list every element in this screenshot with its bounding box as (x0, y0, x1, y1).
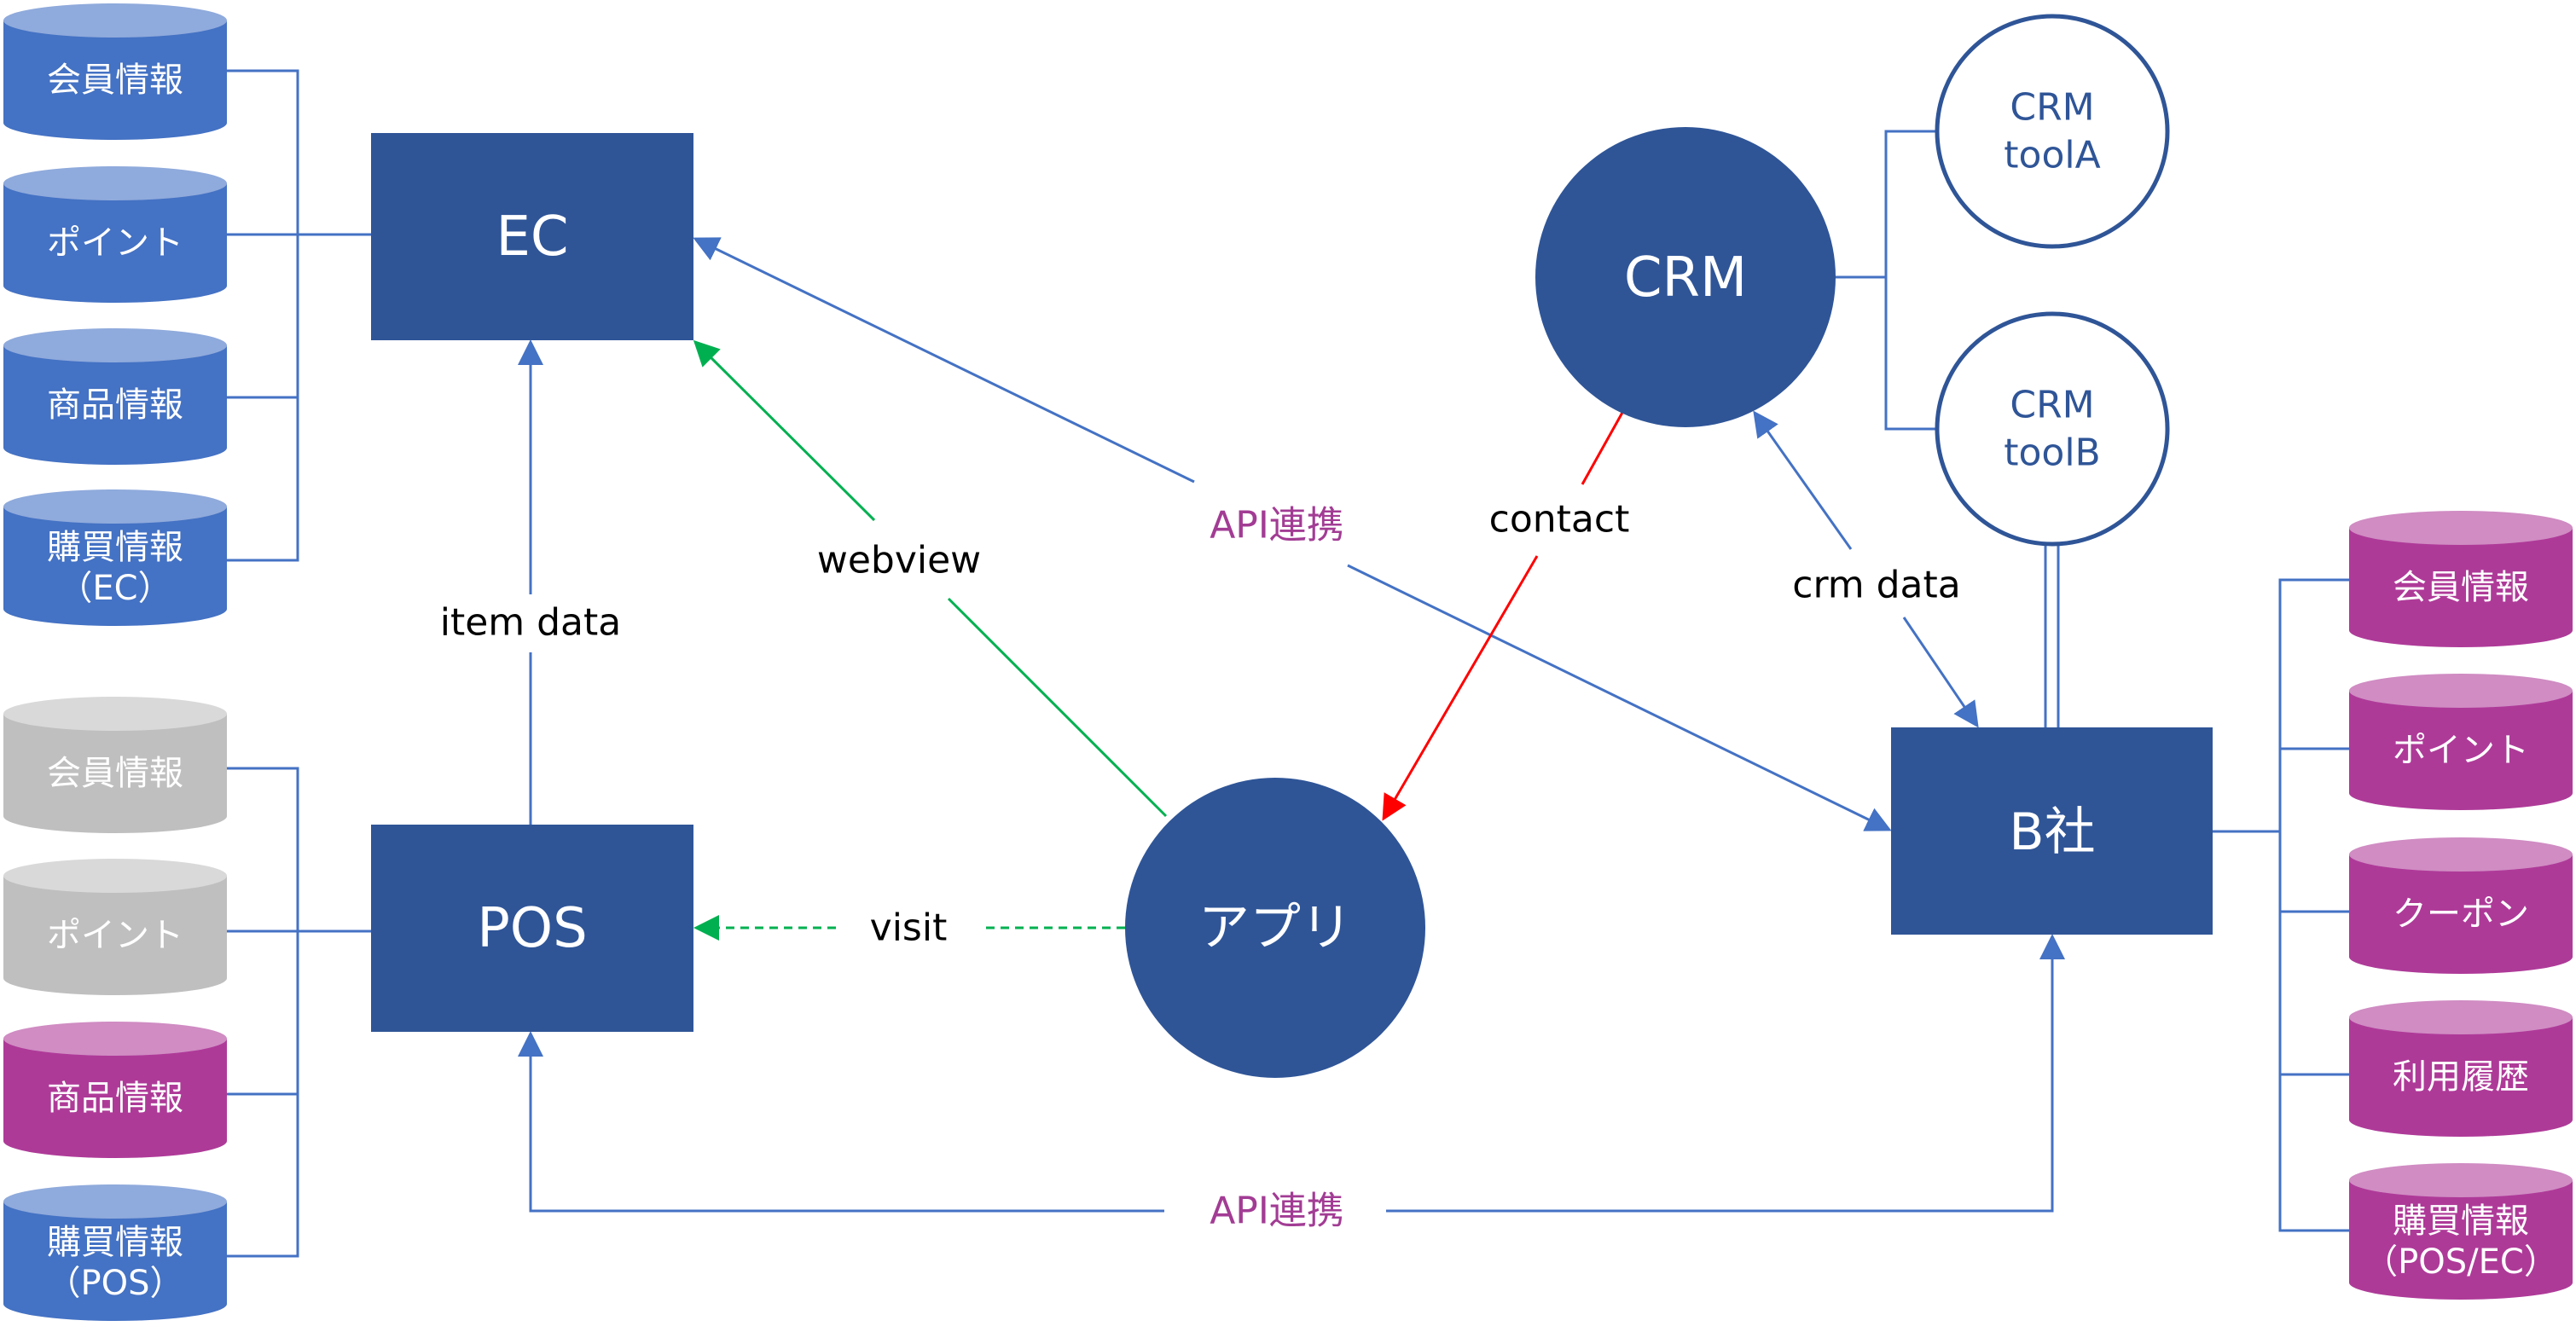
db-cylinder-b-0[interactable]: 会員情報 (2349, 511, 2573, 647)
db-cylinder-top (2349, 674, 2573, 708)
db-cylinder-label: ポイント (47, 916, 183, 955)
node-b-company[interactable]: B社 (1891, 727, 2213, 935)
label-api-top: API連携 (1210, 504, 1344, 547)
db-cylinder-pos-0[interactable]: 会員情報 (3, 697, 227, 833)
db-cylinder-ec-3[interactable]: 購買情報（EC） (3, 489, 227, 626)
db-cylinder-body (2349, 1017, 2573, 1137)
db-cylinder-top (3, 328, 227, 362)
node-pos-label: POS (477, 897, 588, 960)
db-cylinder-top (2349, 511, 2573, 545)
db-cylinder-body (2349, 1180, 2573, 1300)
db-cylinder-pos-2[interactable]: 商品情報 (3, 1022, 227, 1158)
db-cylinder-label: 会員情報 (47, 61, 183, 100)
db-cylinder-body (2349, 528, 2573, 647)
db-cylinder-label: ポイント (47, 223, 183, 263)
label-crm-data: crm data (1792, 564, 1960, 607)
node-crm-tool-a-line2: toolA (2004, 134, 2100, 177)
db-cylinder-b-2[interactable]: クーポン (2349, 837, 2573, 974)
db-cylinder-label: 商品情報 (47, 385, 183, 425)
edge-api-top-left (693, 237, 1195, 484)
db-cylinder-ec-1[interactable]: ポイント (3, 166, 227, 303)
db-cylinder-b-3[interactable]: 利用履歴 (2349, 1000, 2573, 1137)
db-cylinder-body (3, 183, 227, 303)
db-cylinder-label: 商品情報 (47, 1079, 183, 1118)
crm-tool-bracket (1835, 130, 1937, 431)
db-cylinder-label: 購買情報 (2393, 1202, 2529, 1241)
db-cylinder-pos-3[interactable]: 購買情報（POS） (3, 1184, 227, 1321)
label-item-data: item data (440, 601, 622, 645)
label-api-bottom: API連携 (1210, 1190, 1344, 1233)
node-crm[interactable]: CRM (1535, 127, 1836, 427)
node-crm-tool-b-line2: toolB (2004, 431, 2101, 475)
db-cylinder-body (2349, 854, 2573, 974)
edge-api-bottom-left (518, 1031, 1164, 1213)
label-contact: contact (1489, 498, 1630, 541)
edge-api-top-right (1347, 564, 1892, 831)
db-cylinder-body (3, 345, 227, 465)
db-cylinder-label: 購買情報 (47, 1223, 183, 1262)
db-cylinder-pos-1[interactable]: ポイント (3, 859, 227, 995)
ec-db-bracket (227, 69, 371, 562)
edge-crm-data-lower (1902, 617, 1979, 728)
db-cylinder-label: （EC） (58, 569, 171, 608)
db-cylinder-label: クーポン (2393, 895, 2529, 934)
edge-api-bottom-right (1386, 934, 2065, 1213)
db-cylinder-label: （POS） (47, 1264, 184, 1303)
node-ec-label: EC (496, 206, 568, 269)
db-cylinder-top (2349, 1000, 2573, 1034)
db-cylinder-top (3, 166, 227, 200)
db-cylinder-label: 会員情報 (2393, 568, 2529, 607)
node-ec[interactable]: EC (371, 133, 693, 340)
db-cylinder-ec-0[interactable]: 会員情報 (3, 3, 227, 140)
db-cylinder-body (3, 507, 227, 626)
db-cylinder-label: （POS/EC） (2364, 1242, 2558, 1282)
node-crm-tool-b-line1: CRM (2010, 384, 2094, 427)
database-layer: 会員情報ポイント商品情報購買情報（EC）会員情報ポイント商品情報購買情報（POS… (3, 3, 2573, 1321)
db-cylinder-ec-2[interactable]: 商品情報 (3, 328, 227, 465)
db-cylinder-top (3, 697, 227, 731)
db-cylinder-top (2349, 1163, 2573, 1197)
db-cylinder-top (3, 859, 227, 893)
b-db-bracket (2213, 578, 2349, 1232)
label-visit: visit (870, 906, 948, 950)
edge-crm-data-upper (1753, 410, 1853, 550)
node-crm-tool-a[interactable]: CRM toolA (1935, 14, 2170, 249)
node-crm-tool-b[interactable]: CRM toolB (1935, 311, 2170, 547)
db-cylinder-label: ポイント (2393, 731, 2529, 770)
node-crm-label: CRM (1624, 246, 1747, 310)
db-cylinder-body (3, 714, 227, 833)
edge-contact-lower (1382, 555, 1539, 821)
db-cylinder-top (2349, 837, 2573, 872)
node-b-company-label: B社 (2009, 802, 2095, 862)
node-pos[interactable]: POS (371, 825, 693, 1032)
db-cylinder-body (3, 1039, 227, 1158)
db-cylinder-top (3, 489, 227, 524)
node-app[interactable]: アプリ (1125, 778, 1425, 1078)
db-cylinder-top (3, 1022, 227, 1056)
node-app-label: アプリ (1198, 898, 1352, 958)
db-cylinder-top (3, 1184, 227, 1219)
db-cylinder-top (3, 3, 227, 38)
db-cylinder-label: 購買情報 (47, 528, 183, 567)
db-cylinder-b-4[interactable]: 購買情報（POS/EC） (2349, 1163, 2573, 1300)
label-webview: webview (817, 539, 981, 582)
db-cylinder-body (2349, 691, 2573, 810)
db-cylinder-body (3, 876, 227, 995)
db-cylinder-body (3, 20, 227, 140)
db-cylinder-label: 利用履歴 (2393, 1057, 2529, 1097)
toolb-b-double-line (2044, 544, 2060, 727)
db-cylinder-b-1[interactable]: ポイント (2349, 674, 2573, 810)
pos-db-bracket (227, 767, 371, 1258)
db-cylinder-label: 会員情報 (47, 754, 183, 793)
node-crm-tool-a-line1: CRM (2010, 86, 2094, 130)
edge-webview-upper (693, 339, 876, 522)
edge-webview-lower (947, 597, 1168, 818)
edge-contact-upper (1581, 410, 1625, 485)
db-cylinder-body (3, 1202, 227, 1321)
